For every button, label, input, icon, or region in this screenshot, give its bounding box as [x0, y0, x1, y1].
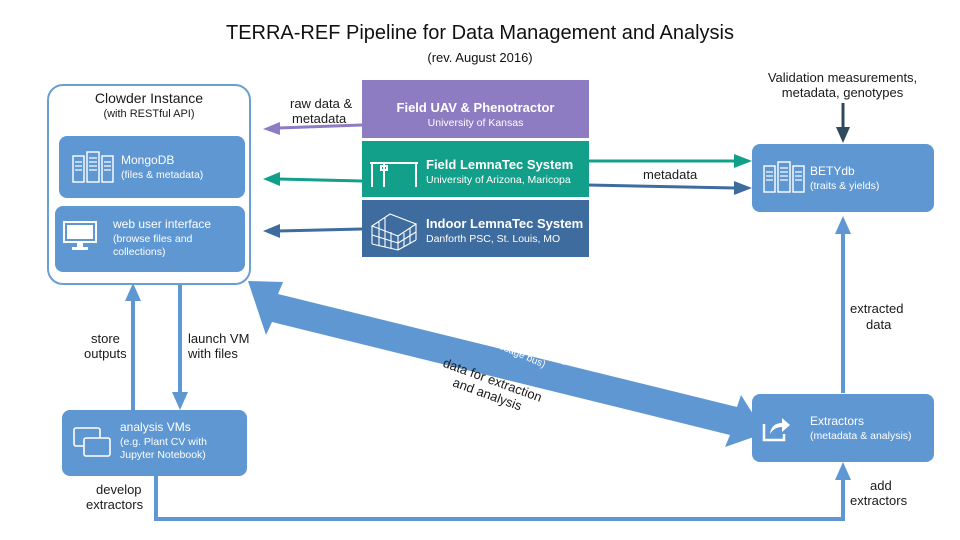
- greenhouse-icon: [370, 213, 418, 251]
- analysis-vms-box: analysis VMs (e.g. Plant CV with Jupyter…: [62, 410, 247, 476]
- clowder-title: Clowder Instance: [94, 90, 204, 106]
- extracted-label-1: extracted: [850, 301, 904, 316]
- mongodb-box: MongoDB (files & metadata): [59, 136, 245, 198]
- store-label-1: store: [91, 331, 120, 346]
- arrow-validation-to-betydb: [836, 103, 850, 143]
- arrow-extractors-to-betydb: [835, 216, 851, 393]
- server-icon: [763, 161, 805, 193]
- extractors-subtitle: (metadata & analysis): [810, 430, 912, 442]
- extractors-title: Extractors: [810, 414, 865, 428]
- page-subtitle: (rev. August 2016): [427, 50, 533, 65]
- server-icon: [72, 151, 114, 183]
- field-lemnatec-box: Field LemnaTec System University of Ariz…: [362, 141, 589, 197]
- web-ui-title: web user interface: [113, 217, 212, 231]
- field-uav-title: Field UAV & Phenotractor: [396, 100, 555, 115]
- rabbitmq-double-arrow: [248, 281, 765, 447]
- web-ui-desc-2: collections): [113, 246, 166, 258]
- field-lemnatec-title: Field LemnaTec System: [426, 157, 574, 172]
- mongodb-title: MongoDB: [121, 153, 175, 167]
- launch-label-2: with files: [188, 346, 238, 361]
- betydb-title: BETYdb: [810, 164, 855, 178]
- raw-data-label-2: metadata: [292, 111, 347, 126]
- extracted-label-2: data: [866, 317, 892, 332]
- clowder-subtitle: (with RESTful API): [103, 108, 195, 120]
- arrow-indoor-lemnatec-to-betydb: [587, 181, 752, 195]
- arrow-develop-to-extractors: [154, 462, 851, 521]
- raw-data-label-1: raw data &: [290, 96, 353, 111]
- arrow-launch-vm: [172, 283, 188, 410]
- develop-label-1: develop: [96, 482, 142, 497]
- betydb-subtitle: (traits & yields): [810, 180, 880, 192]
- field-uav-subtitle: University of Kansas: [427, 117, 524, 129]
- arrow-indoor-lemnatec-to-clowder: [263, 224, 363, 238]
- web-ui-desc-1: (browse files and: [113, 233, 193, 245]
- page-title: TERRA-REF Pipeline for Data Management a…: [225, 22, 734, 44]
- validation-label-1: Validation measurements,: [767, 70, 918, 85]
- indoor-lemnatec-title: Indoor LemnaTec System: [426, 216, 584, 231]
- mongodb-subtitle: (files & metadata): [121, 169, 204, 181]
- launch-label-1: launch VM: [188, 331, 250, 346]
- analysis-vms-title: analysis VMs: [120, 420, 191, 434]
- web-ui-box: web user interface (browse files and col…: [55, 206, 245, 272]
- develop-label-2: extractors: [86, 497, 144, 512]
- arrow-store-outputs: [125, 283, 141, 410]
- arrow-field-lemnatec-to-betydb: [588, 154, 752, 168]
- monitor-icon: [63, 221, 97, 250]
- add-label-1: add: [870, 478, 892, 493]
- share-icon: [762, 418, 790, 442]
- analysis-vms-desc-1: (e.g. Plant CV with: [120, 436, 207, 448]
- arrow-uav-to-clowder: [263, 122, 363, 135]
- extractors-box: Extractors (metadata & analysis): [752, 394, 934, 462]
- gantry-icon: [370, 162, 418, 187]
- metadata-label: metadata: [643, 167, 698, 182]
- add-label-2: extractors: [850, 493, 908, 508]
- store-label-2: outputs: [84, 346, 127, 361]
- analysis-vms-desc-2: Jupyter Notebook): [120, 449, 206, 461]
- betydb-box: BETYdb (traits & yields): [752, 144, 934, 212]
- validation-label-2: metadata, genotypes: [781, 85, 904, 100]
- indoor-lemnatec-subtitle: Danforth PSC, St. Louis, MO: [426, 233, 561, 245]
- field-uav-box: Field UAV & Phenotractor University of K…: [362, 80, 589, 138]
- arrow-field-lemnatec-to-clowder: [263, 172, 363, 186]
- field-lemnatec-subtitle: University of Arizona, Maricopa: [426, 174, 571, 186]
- windows-icon: [73, 427, 111, 457]
- indoor-lemnatec-box: Indoor LemnaTec System Danforth PSC, St.…: [362, 200, 589, 257]
